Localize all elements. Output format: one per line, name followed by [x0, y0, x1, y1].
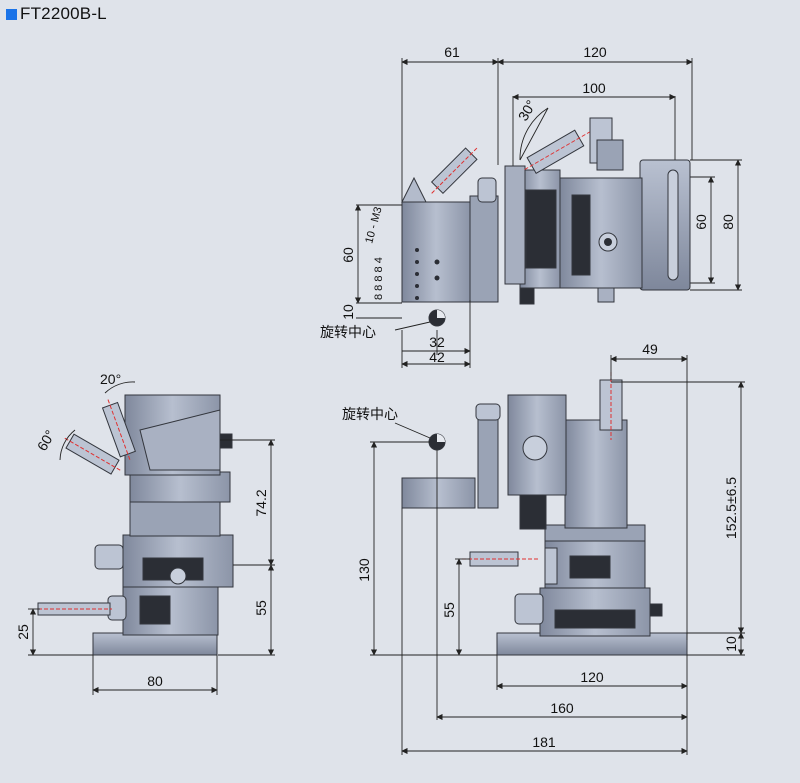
- dim-55-side: 55: [253, 600, 269, 616]
- angle-60: 60°: [34, 427, 58, 453]
- header: FT2200B-L: [6, 4, 107, 24]
- angle-30: 30°: [515, 97, 539, 123]
- top-view: 61 120 100 30° 60 80: [320, 44, 742, 368]
- dim-120-front: 120: [580, 669, 604, 685]
- model-title: FT2200B-L: [20, 4, 107, 23]
- side-view: 20° 60° 74.2 55 25 80: [15, 371, 275, 695]
- dim-80: 80: [720, 214, 736, 230]
- dim-152-5: 152.5±6.5: [723, 477, 739, 539]
- hole-label: 10 - M3: [363, 206, 384, 245]
- dim-49: 49: [642, 341, 658, 357]
- dim-160: 160: [550, 700, 574, 716]
- dim-60-right: 60: [693, 214, 709, 230]
- front-view: 旋转中心 49 152.5±6.5 10 130 55 120 160 18: [342, 341, 745, 755]
- hole-spacing: 8 8 8 8 4: [373, 257, 385, 300]
- angle-20: 20°: [100, 371, 121, 387]
- dim-120-top: 120: [583, 44, 607, 60]
- dim-32: 32: [429, 334, 445, 350]
- dim-10-front: 10: [723, 636, 739, 652]
- title-marker-icon: [6, 8, 17, 20]
- dim-100: 100: [582, 80, 606, 96]
- dim-130: 130: [356, 558, 372, 582]
- dim-42: 42: [429, 349, 445, 365]
- rotation-center-label-front: 旋转中心: [342, 407, 398, 423]
- dim-61: 61: [444, 44, 460, 60]
- dim-55-front: 55: [441, 602, 457, 618]
- dim-80-side: 80: [147, 673, 163, 689]
- dim-10-left: 10: [340, 304, 356, 320]
- dim-25: 25: [15, 624, 31, 640]
- dim-74-2: 74.2: [253, 489, 269, 516]
- dim-60-left: 60: [340, 247, 356, 263]
- rotation-center-label-top: 旋转中心: [320, 325, 376, 341]
- dim-181: 181: [532, 734, 556, 750]
